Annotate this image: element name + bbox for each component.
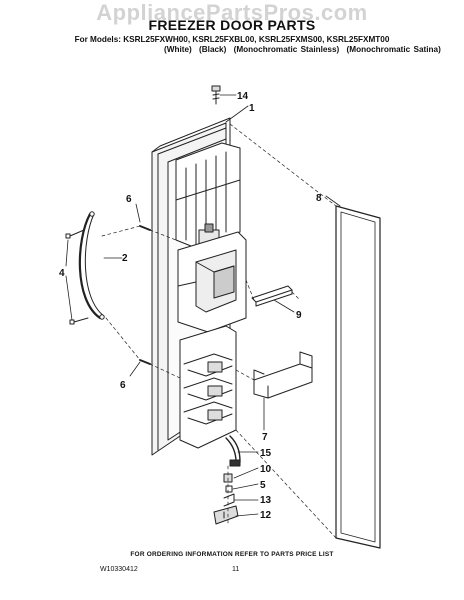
callout-14: 14 (237, 91, 249, 102)
leader-lines (65, 94, 341, 517)
dispenser-housing (177, 231, 247, 333)
color-mono-stainless: (Monochromatic Stainless) (233, 45, 340, 54)
color-white: (White) (164, 45, 192, 54)
model-colors: (White) (Black) (Monochromatic Stainless… (164, 45, 445, 54)
callout-9: 9 (296, 310, 302, 321)
callout-13: 13 (260, 495, 272, 506)
document-number: W10330412 (100, 566, 138, 573)
callout-5: 5 (260, 480, 266, 491)
watermark: AppliancePartsPros.com (96, 0, 368, 25)
hinge-assembly (213, 473, 239, 525)
door-gasket (335, 205, 381, 549)
door-bin (253, 351, 313, 399)
dispenser-trim (251, 285, 293, 307)
page-title: FREEZER DOOR PARTS (148, 17, 316, 33)
callout-8: 8 (316, 193, 322, 204)
door-liner-lower (179, 325, 237, 449)
alignment-lines (101, 123, 337, 539)
color-mono-satina: (Monochromatic Satina) (346, 45, 441, 54)
callout-6-lower: 6 (120, 380, 126, 391)
callout-4: 4 (59, 268, 65, 279)
handle-mount-screws (139, 225, 151, 365)
model-list: For Models: KSRL25FXWH00, KSRL25FXBL00, … (74, 35, 390, 44)
color-black: (Black) (199, 45, 227, 54)
door-handle (78, 211, 105, 320)
callout-15: 15 (260, 448, 272, 459)
callout-6-upper: 6 (126, 194, 132, 205)
callout-10: 10 (260, 464, 272, 475)
page-number: 11 (232, 566, 240, 573)
ordering-note: FOR ORDERING INFORMATION REFER TO PARTS … (130, 551, 334, 558)
wire-harness (225, 435, 241, 467)
callout-12: 12 (260, 510, 272, 521)
callout-7: 7 (262, 432, 268, 443)
callout-2: 2 (122, 253, 128, 264)
handle-screws (65, 229, 89, 325)
screw-top (211, 85, 221, 105)
callout-1: 1 (249, 103, 255, 114)
